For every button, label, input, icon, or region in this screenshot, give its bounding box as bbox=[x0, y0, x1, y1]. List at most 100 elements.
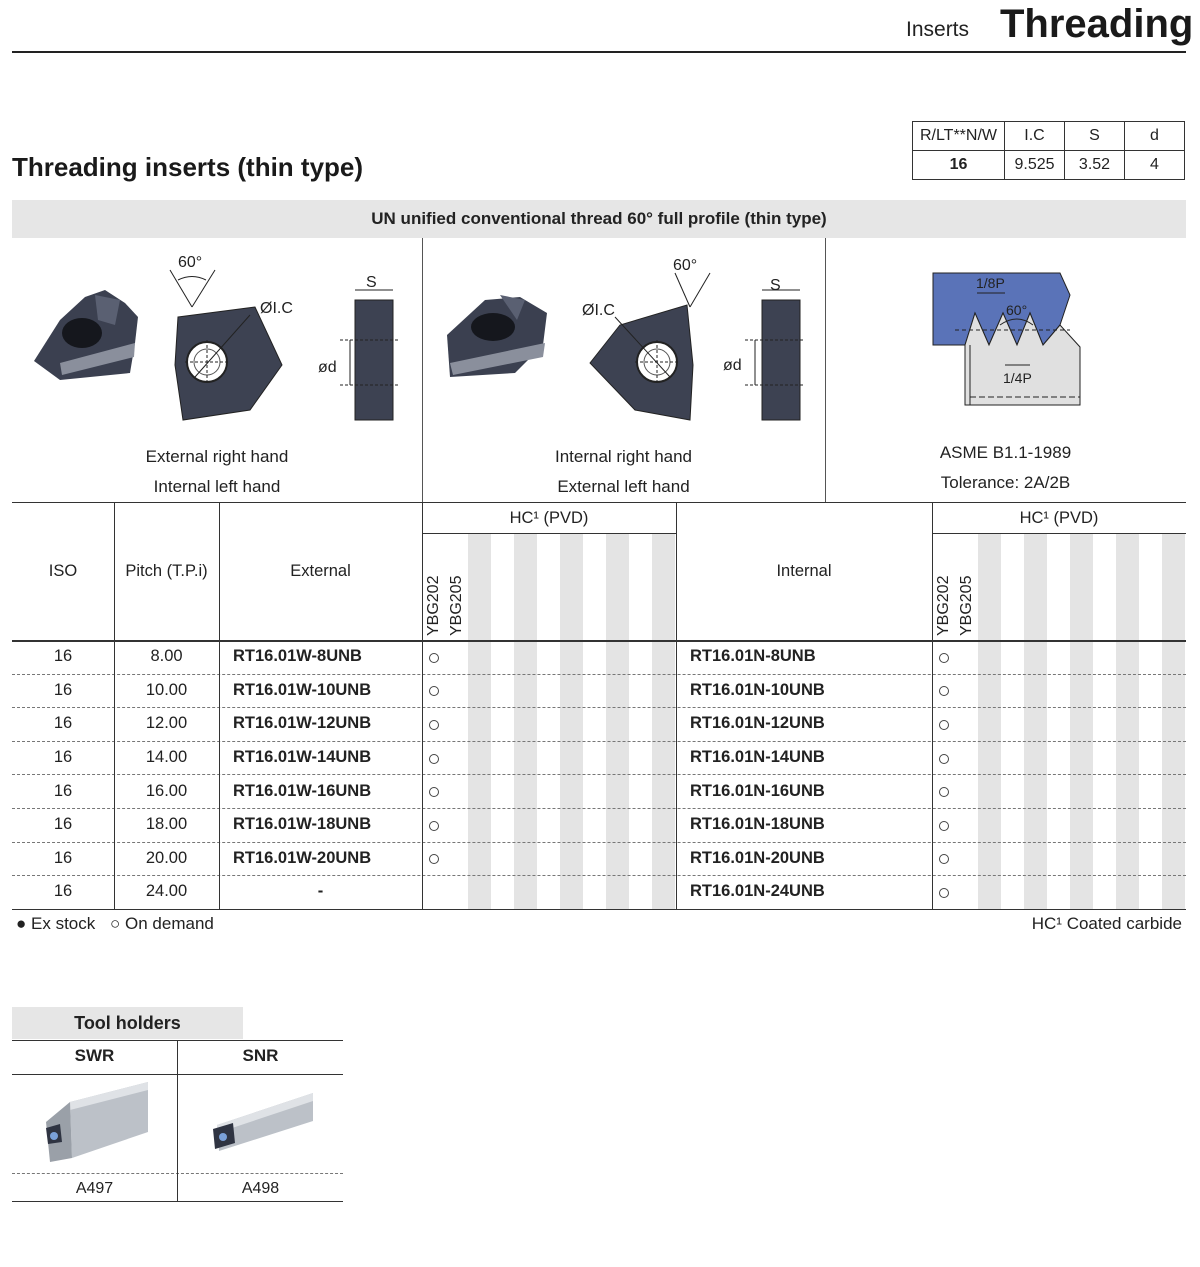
legend-ex-stock: ● Ex stock bbox=[16, 914, 95, 934]
cell-external-code: RT16.01W-12UNB bbox=[233, 714, 372, 733]
cell-external-code: RT16.01W-10UNB bbox=[233, 680, 372, 699]
insert-side-view bbox=[745, 289, 805, 421]
legend-label: On demand bbox=[125, 914, 214, 933]
on-demand-circle-icon bbox=[429, 787, 439, 798]
cell-external-code: RT16.01W-18UNB bbox=[233, 815, 372, 834]
page-title: Threading inserts (thin type) bbox=[12, 152, 364, 182]
header-grade: YBG205 bbox=[958, 575, 975, 636]
cell-pitch: 16.00 bbox=[145, 781, 188, 800]
angle-label: 60° bbox=[673, 257, 697, 274]
thread-profile-diagram bbox=[932, 272, 1081, 406]
on-demand-circle-icon bbox=[429, 652, 439, 663]
cell-iso: 16 bbox=[53, 848, 73, 867]
grade-stripe bbox=[606, 534, 629, 909]
caption-left: External right hand Internal left hand bbox=[12, 442, 422, 502]
cell-external-code: RT16.01W-8UNB bbox=[233, 647, 362, 666]
grade-stripe bbox=[1162, 534, 1185, 909]
spec-table: R/LT**N/W I.C S d 16 9.525 3.52 4 bbox=[912, 121, 1185, 180]
on-demand-circle-icon bbox=[939, 652, 949, 663]
table-header-rule bbox=[12, 640, 1186, 642]
spec-header: d bbox=[1124, 121, 1185, 151]
insert-3d-image bbox=[34, 290, 138, 380]
header-grade: YBG202 bbox=[425, 575, 442, 636]
cell-iso: 16 bbox=[53, 680, 73, 699]
caption-middle: Internal right hand External left hand bbox=[422, 442, 825, 502]
caption-right: ASME B1.1-1989 Tolerance: 2A/2B bbox=[825, 438, 1186, 498]
holder-page-swr: A497 bbox=[75, 1180, 114, 1197]
legend-coated: HC¹ Coated carbide bbox=[1031, 914, 1182, 933]
header-external: External bbox=[290, 562, 351, 580]
caption-line: External left hand bbox=[557, 477, 690, 496]
ic-label: ØI.C bbox=[260, 300, 293, 317]
on-demand-circle-icon bbox=[939, 686, 949, 697]
header-grade: YBG202 bbox=[935, 575, 952, 636]
filled-circle-icon: ● bbox=[16, 914, 27, 933]
open-circle-icon: ○ bbox=[110, 914, 121, 933]
cell-pitch: 10.00 bbox=[145, 680, 188, 699]
cell-pitch: 18.00 bbox=[145, 815, 188, 834]
on-demand-circle-icon bbox=[939, 787, 949, 798]
profile-bottom-label: 1/4P bbox=[1003, 370, 1032, 386]
grade-stripe bbox=[1116, 534, 1139, 909]
grade-stripe bbox=[978, 534, 1001, 909]
legend-label: Ex stock bbox=[31, 914, 96, 933]
grade-stripe bbox=[514, 534, 537, 909]
cell-iso: 16 bbox=[53, 882, 73, 901]
cell-internal-code: RT16.01N-8UNB bbox=[690, 647, 816, 666]
spec-value: 4 bbox=[1124, 150, 1185, 180]
caption-line: Tolerance: 2A/2B bbox=[940, 473, 1071, 492]
diagram-divider bbox=[422, 238, 423, 503]
header-pitch: Pitch (T.P.i) bbox=[125, 562, 208, 580]
spec-header: I.C bbox=[1004, 121, 1065, 151]
on-demand-circle-icon bbox=[429, 686, 439, 697]
swr-holder-image bbox=[46, 1082, 148, 1162]
grade-stripe bbox=[468, 534, 491, 909]
angle-label: 60° bbox=[178, 254, 202, 271]
on-demand-circle-icon bbox=[939, 854, 949, 865]
cell-internal-code: RT16.01N-20UNB bbox=[690, 848, 825, 867]
caption-line: Internal right hand bbox=[554, 447, 693, 466]
cell-pitch: 20.00 bbox=[145, 848, 188, 867]
holder-name-snr: SNR bbox=[242, 1046, 279, 1065]
ic-label: ØI.C bbox=[582, 302, 615, 319]
grade-stripe bbox=[1070, 534, 1093, 909]
grade-group-rule bbox=[422, 533, 676, 534]
cell-iso: 16 bbox=[53, 748, 73, 767]
cell-pitch: 12.00 bbox=[145, 714, 188, 733]
cell-external-code: RT16.01W-14UNB bbox=[233, 748, 372, 767]
column-divider bbox=[932, 503, 933, 909]
d-label: ød bbox=[723, 357, 742, 374]
table-bottom-rule bbox=[12, 908, 1186, 910]
cell-internal-code: RT16.01N-18UNB bbox=[690, 815, 825, 834]
on-demand-circle-icon bbox=[939, 720, 949, 730]
cell-iso: 16 bbox=[53, 815, 73, 834]
cell-internal-code: RT16.01N-12UNB bbox=[690, 714, 825, 733]
diagram-bottom-rule bbox=[12, 502, 1186, 503]
insert-3d-image bbox=[447, 295, 547, 377]
header-grade-group: HC¹ (PVD) bbox=[509, 508, 589, 527]
cell-internal-code: RT16.01N-16UNB bbox=[690, 781, 825, 800]
spec-header-row: R/LT**N/W I.C S d bbox=[912, 121, 1185, 151]
on-demand-circle-icon bbox=[429, 854, 439, 865]
on-demand-circle-icon bbox=[939, 820, 949, 831]
grade-stripe bbox=[1024, 534, 1047, 909]
cell-pitch: 24.00 bbox=[145, 882, 188, 901]
external-insert-diagram: 60° ØI.C S ød bbox=[34, 254, 400, 421]
profile-banner: UN unified conventional thread 60° full … bbox=[12, 200, 1186, 238]
internal-insert-diagram: 60° ØI.C S ød bbox=[447, 257, 805, 421]
column-divider bbox=[422, 503, 423, 909]
cell-pitch: 8.00 bbox=[150, 647, 183, 666]
cell-iso: 16 bbox=[53, 647, 73, 666]
header-rule bbox=[12, 51, 1186, 53]
row-separator bbox=[12, 673, 1186, 675]
grade-stripe bbox=[560, 534, 583, 909]
profile-top-label: 1/8P bbox=[976, 275, 1005, 291]
spec-value-row: 16 9.525 3.52 4 bbox=[912, 150, 1185, 180]
s-label: S bbox=[770, 277, 781, 294]
on-demand-circle-icon bbox=[429, 820, 439, 831]
caption-line: Internal left hand bbox=[153, 477, 281, 496]
insert-front-view bbox=[169, 269, 283, 421]
cell-external-code: RT16.01W-16UNB bbox=[233, 781, 372, 800]
row-separator bbox=[12, 808, 1186, 809]
column-divider bbox=[114, 503, 115, 909]
